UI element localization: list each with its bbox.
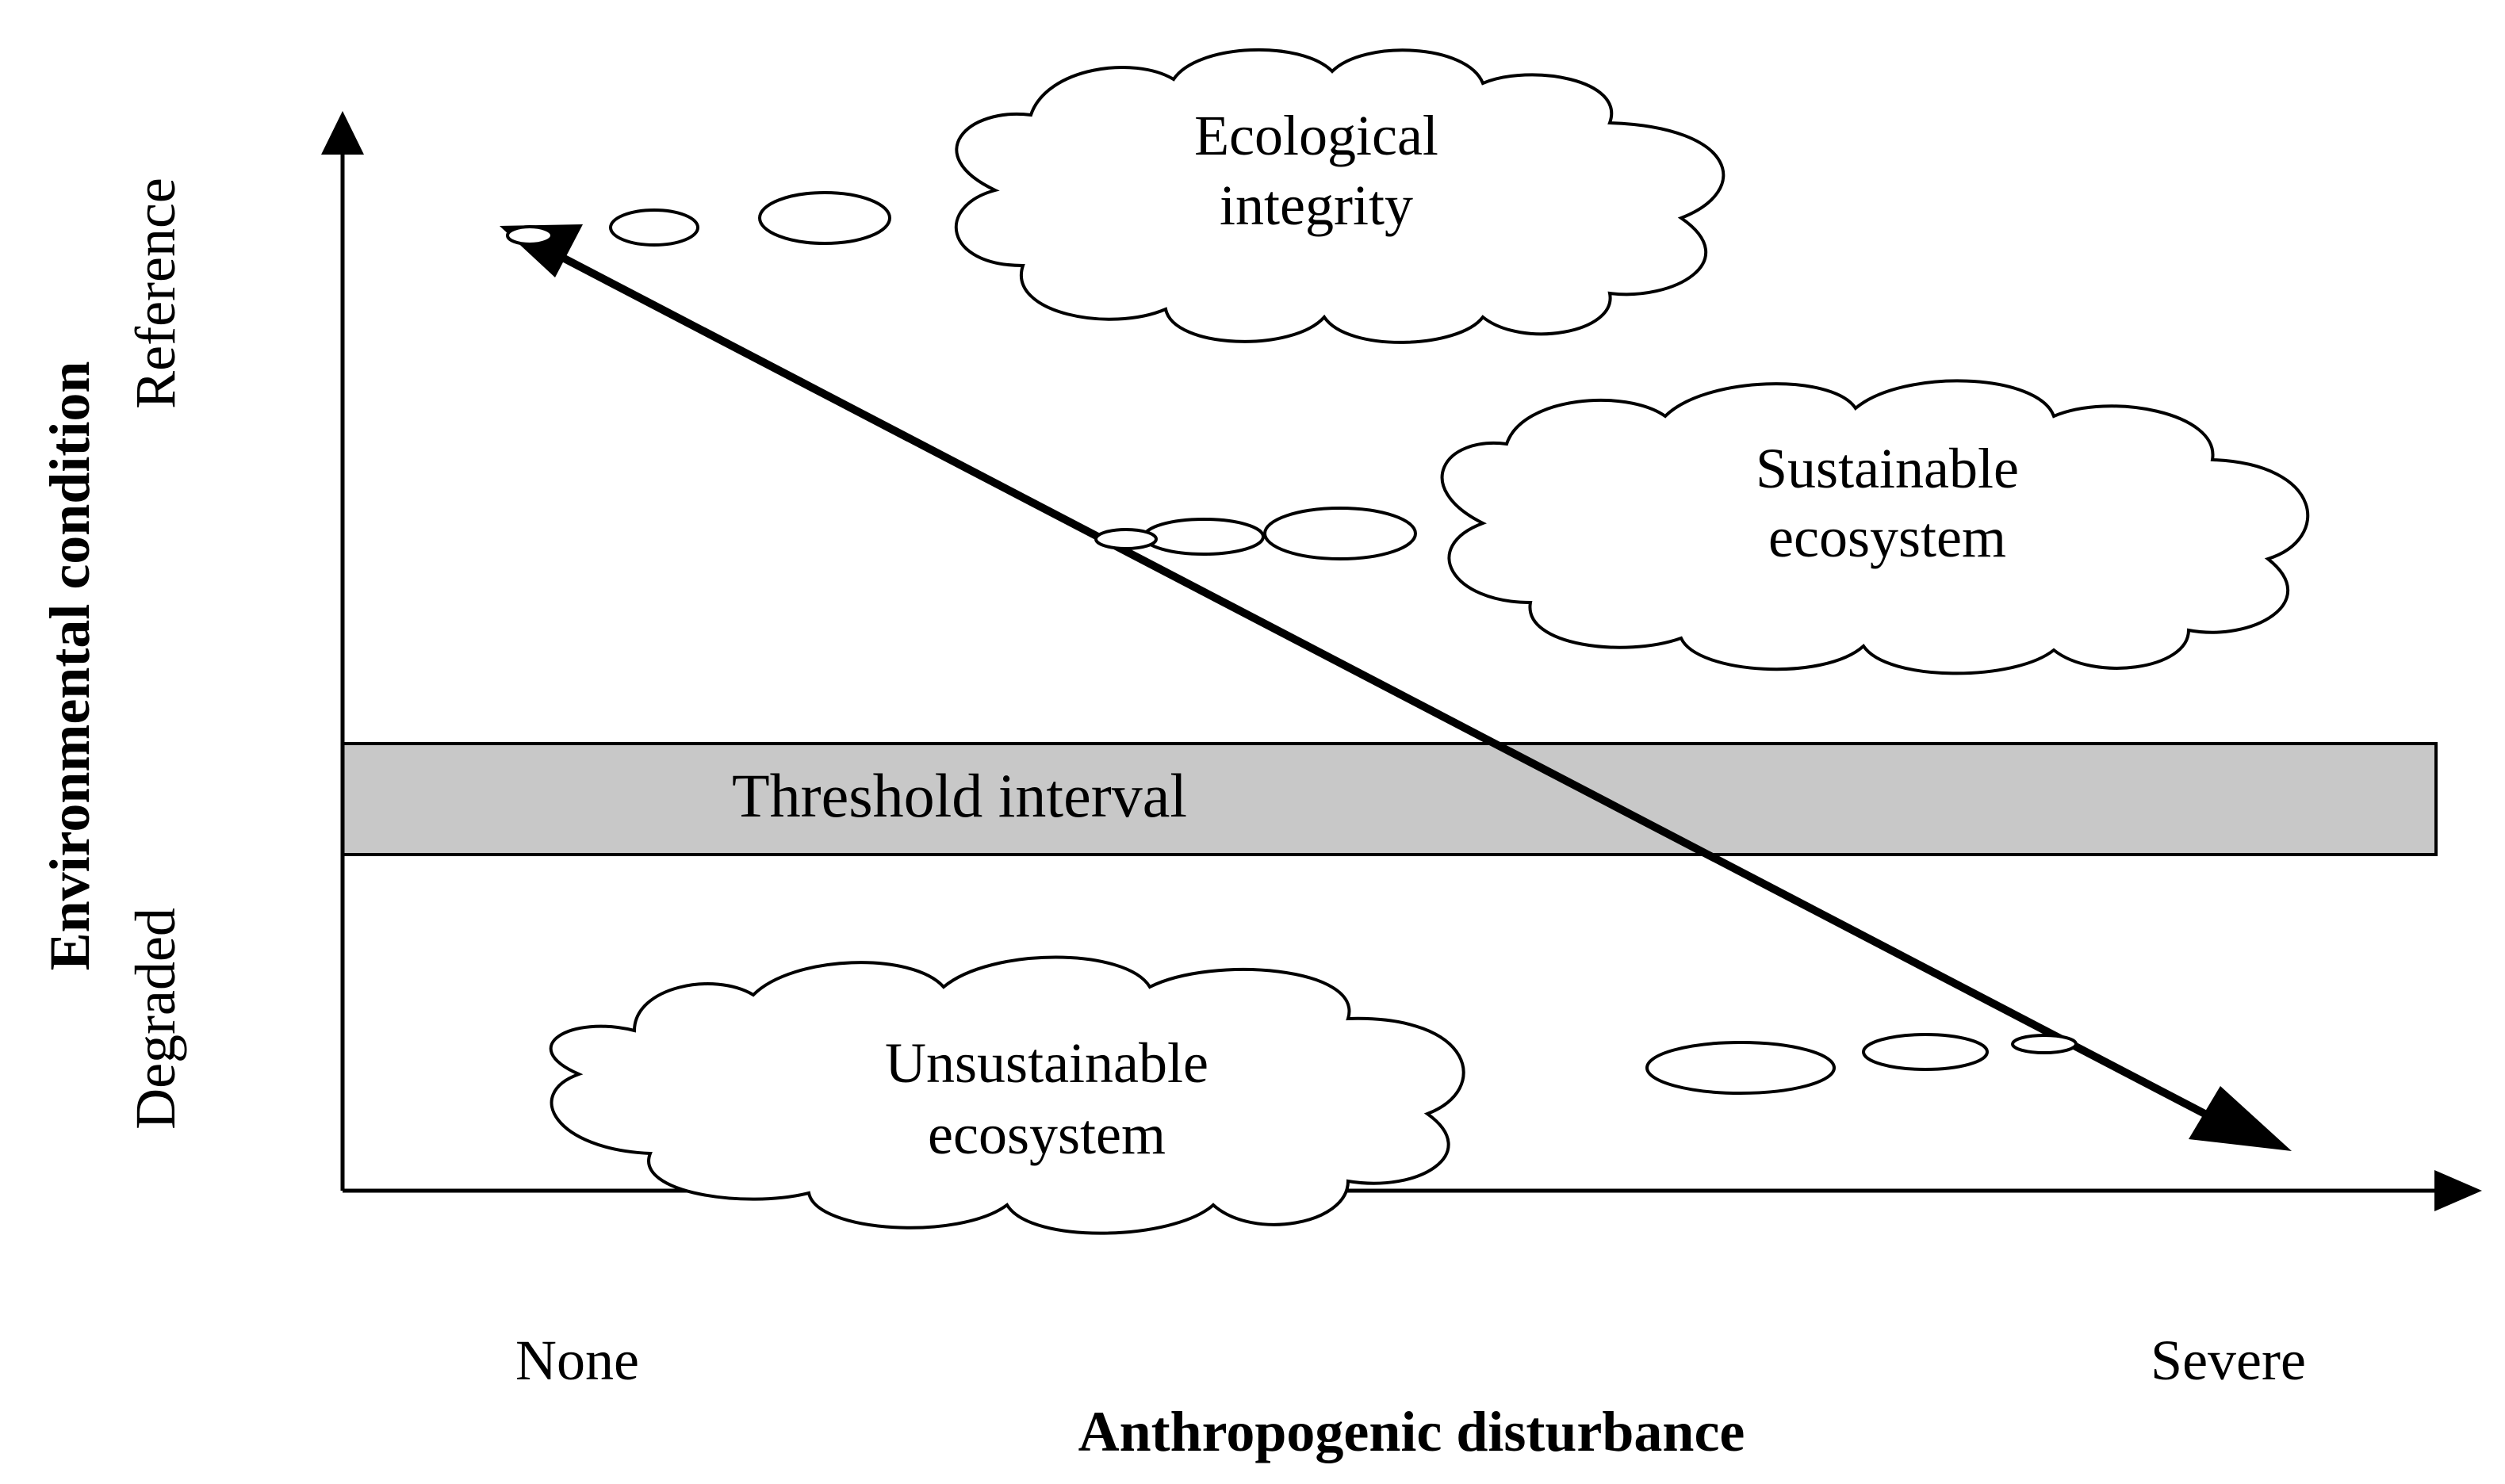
x-axis-title: Anthropogenic disturbance (1078, 1400, 1745, 1463)
x-axis-high-label: Severe (2151, 1329, 2306, 1392)
y-axis-low-label: Degraded (124, 908, 187, 1130)
arrowhead-lower-right (2189, 1086, 2292, 1151)
y-axis-high-label: Reference (124, 178, 187, 409)
cloud-sustainable-ecosystem-line1: Sustainable (1756, 437, 2019, 500)
bubble-unsustainable-3 (2011, 1034, 2078, 1054)
y-axis-arrowhead (321, 111, 364, 155)
disturbance-arrow (553, 250, 2215, 1122)
cloud-ecological-integrity: Ecological integrity (954, 48, 1726, 344)
cloud-ecological-integrity-line2: integrity (1220, 174, 1413, 237)
bubble-sustainable-1 (1263, 507, 1417, 560)
cloud-sustainable-ecosystem-shape (1440, 379, 2310, 675)
cloud-ecological-integrity-line1: Ecological (1194, 104, 1438, 167)
cloud-sustainable-ecosystem: Sustainable ecosystem (1440, 379, 2310, 675)
bubble-unsustainable-1 (1645, 1041, 1836, 1095)
y-axis-title: Environmental condition (38, 361, 102, 971)
threshold-band (341, 742, 2438, 856)
cloud-unsustainable-ecosystem: Unsustainable ecosystem (549, 955, 1465, 1235)
threshold-label: Threshold interval (732, 761, 1187, 830)
bubble-sustainable-2 (1143, 518, 1265, 556)
bubble-ecological-1 (758, 191, 891, 245)
x-axis-low-label: None (515, 1329, 639, 1392)
x-axis-arrowhead (2434, 1170, 2482, 1211)
bubble-unsustainable-2 (1862, 1033, 1989, 1071)
cloud-sustainable-ecosystem-line2: ecosystem (1768, 506, 2006, 569)
bubble-sustainable-3 (1094, 528, 1158, 550)
cloud-unsustainable-ecosystem-line1: Unsustainable (885, 1031, 1208, 1095)
cloud-unsustainable-ecosystem-shape (549, 955, 1465, 1235)
bubble-ecological-3 (506, 225, 553, 246)
cloud-unsustainable-ecosystem-line2: ecosystem (928, 1103, 1166, 1166)
bubble-ecological-2 (609, 208, 699, 247)
cloud-ecological-integrity-shape (954, 48, 1726, 344)
